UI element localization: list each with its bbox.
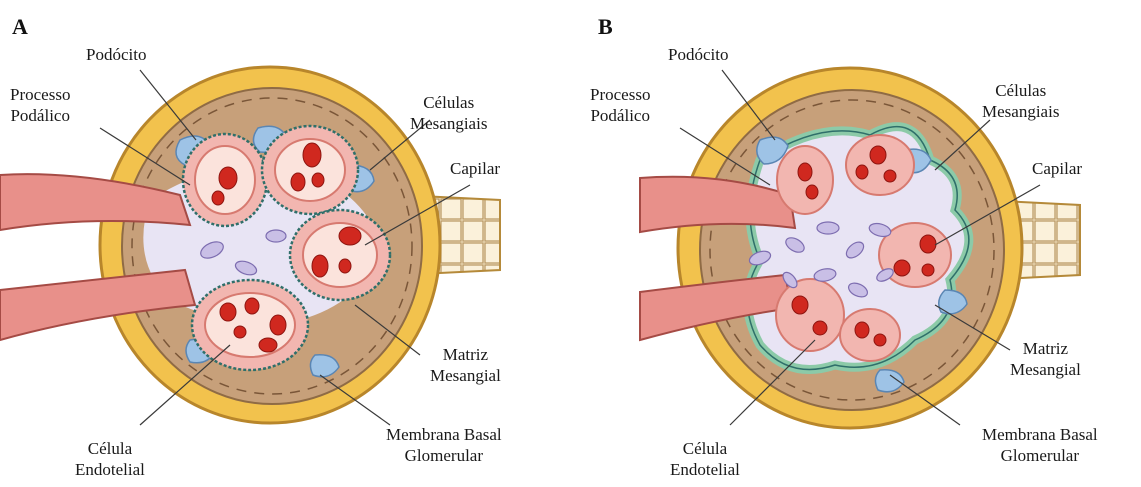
label-celulas-mesangiais-b: Células Mesangiais [982, 80, 1059, 122]
label-membrana-line1: Membrana Basal [386, 424, 502, 445]
red-blood-cell [894, 260, 910, 276]
red-blood-cell [792, 296, 808, 314]
red-blood-cell [212, 191, 224, 205]
label-membrana-line2: Glomerular [982, 445, 1098, 466]
label-processo-podalico-a: Processo Podálico [10, 84, 70, 126]
red-blood-cell [855, 322, 869, 338]
label-mesangiais-line1: Células [982, 80, 1059, 101]
label-celula-endotelial-a: Célula Endotelial [75, 438, 145, 480]
red-blood-cell [813, 321, 827, 335]
red-blood-cell [870, 146, 886, 164]
red-blood-cell [874, 334, 886, 346]
label-mesangiais-line2: Mesangiais [982, 101, 1059, 122]
label-membrana-basal-b: Membrana Basal Glomerular [982, 424, 1098, 466]
red-blood-cell [291, 173, 305, 191]
red-blood-cell [259, 338, 277, 352]
red-blood-cell [884, 170, 896, 182]
label-matriz-line2: Mesangial [1010, 359, 1081, 380]
label-capilar-b: Capilar [1032, 158, 1082, 179]
red-blood-cell [303, 143, 321, 167]
label-mesangiais-line2: Mesangiais [410, 113, 487, 134]
label-membrana-line2: Glomerular [386, 445, 502, 466]
label-matriz-line1: Matriz [1010, 338, 1081, 359]
red-blood-cell [220, 303, 236, 321]
red-blood-cell [234, 326, 246, 338]
label-matriz-line2: Mesangial [430, 365, 501, 386]
label-podocito-a: Podócito [86, 44, 146, 65]
label-membrana-line1: Membrana Basal [982, 424, 1098, 445]
red-blood-cell [806, 185, 818, 199]
panel-letter-b: B [598, 14, 613, 40]
red-blood-cell [245, 298, 259, 314]
mesangial-cell [266, 230, 286, 242]
label-matriz-line1: Matriz [430, 344, 501, 365]
label-processo-line1: Processo [590, 84, 650, 105]
label-processo-line2: Podálico [590, 105, 650, 126]
red-blood-cell [922, 264, 934, 276]
label-celulas-mesangiais-a: Células Mesangiais [410, 92, 487, 134]
red-blood-cell [339, 227, 361, 245]
red-blood-cell [219, 167, 237, 189]
label-membrana-basal-a: Membrana Basal Glomerular [386, 424, 502, 466]
red-blood-cell [312, 255, 328, 277]
red-blood-cell [920, 235, 936, 253]
label-endotelial-line1: Célula [75, 438, 145, 459]
label-endotelial-line2: Endotelial [670, 459, 740, 480]
label-processo-line2: Podálico [10, 105, 70, 126]
red-blood-cell [798, 163, 812, 181]
red-blood-cell [270, 315, 286, 335]
label-podocito-b: Podócito [668, 44, 728, 65]
panel-letter-a: A [12, 14, 28, 40]
label-matriz-mesangial-a: Matriz Mesangial [430, 344, 501, 386]
red-blood-cell [339, 259, 351, 273]
label-celula-endotelial-b: Célula Endotelial [670, 438, 740, 480]
label-capilar-a: Capilar [450, 158, 500, 179]
label-matriz-mesangial-b: Matriz Mesangial [1010, 338, 1081, 380]
label-endotelial-line1: Célula [670, 438, 740, 459]
label-processo-podalico-b: Processo Podálico [590, 84, 650, 126]
red-blood-cell [312, 173, 324, 187]
red-blood-cell [856, 165, 868, 179]
label-endotelial-line2: Endotelial [75, 459, 145, 480]
label-processo-line1: Processo [10, 84, 70, 105]
mesangial-cell [817, 222, 839, 234]
label-mesangiais-line1: Células [410, 92, 487, 113]
